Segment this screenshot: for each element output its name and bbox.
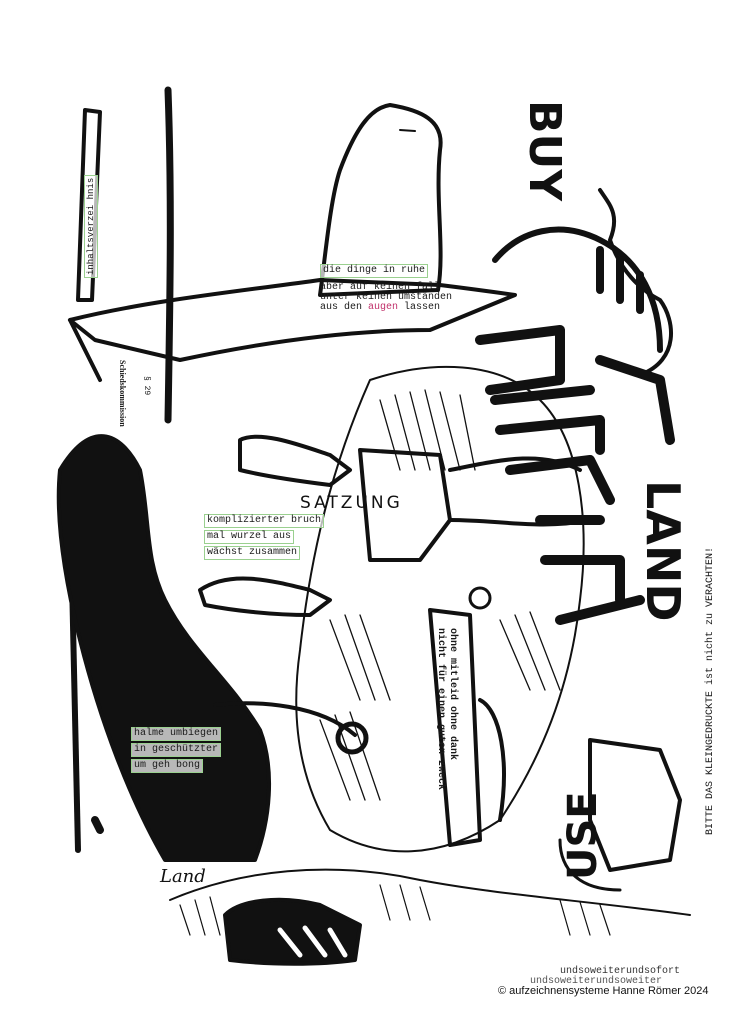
label-paragraph: § 29 bbox=[142, 376, 151, 396]
left-stick-outline bbox=[76, 108, 102, 302]
ghost-eye bbox=[399, 129, 416, 132]
text-halme-1: halme umbiegen bbox=[131, 727, 222, 741]
hand-lower bbox=[198, 576, 332, 617]
central-plug bbox=[358, 448, 452, 562]
text-halme-2: in geschützter bbox=[131, 743, 222, 757]
left-lower-pole bbox=[69, 577, 81, 853]
use-curve bbox=[558, 838, 622, 892]
text-ohne-1: ohne mitleid ohne dank bbox=[447, 628, 458, 761]
small-head bbox=[468, 586, 492, 610]
book-shape bbox=[68, 278, 517, 362]
left-dot bbox=[91, 816, 104, 834]
text-aus-den: aus den augen lassen bbox=[320, 302, 440, 314]
shoe-stripes bbox=[277, 925, 348, 958]
black-shoe bbox=[223, 897, 362, 966]
word-buy-wrap: BUY bbox=[519, 60, 630, 201]
text-dinge-ruhe: die dinge in ruhe bbox=[320, 264, 429, 278]
label-schiedskommission: Schiedskommission bbox=[118, 360, 127, 427]
use-box bbox=[588, 738, 682, 872]
ground-line bbox=[169, 868, 691, 916]
footer-line-1: undsoweiterundsofort bbox=[560, 966, 681, 977]
word-use: USE bbox=[560, 791, 606, 880]
word-buy: BUY bbox=[519, 100, 570, 202]
text-bitte: BITTE DAS KLEINGEDRUCKTE ist nicht zu VE… bbox=[705, 546, 716, 835]
text-halme-3: um geh bong bbox=[131, 759, 204, 773]
footer-line-2: undsoweiterundsoweiter bbox=[530, 976, 663, 987]
hand-upper bbox=[238, 434, 352, 487]
lasso-arc bbox=[492, 226, 663, 353]
text-ohne-2: nicht für einen guten zweck bbox=[435, 628, 446, 791]
figure-arm bbox=[478, 698, 506, 822]
copyright: © aufzeichnensysteme Hanne Römer 2024 bbox=[498, 985, 709, 997]
text-augen: augen bbox=[368, 302, 399, 313]
text-aus-den-prefix: aus den bbox=[320, 302, 369, 313]
text-komp-2: mal wurzel aus bbox=[204, 530, 295, 544]
text-komp-3: wächst zusammen bbox=[204, 546, 301, 560]
text-unter-keinen: unter keinen umständen bbox=[320, 292, 453, 303]
book-edge bbox=[68, 318, 102, 382]
word-land-small: Land bbox=[160, 866, 206, 887]
word-land-big: LAND bbox=[636, 480, 690, 622]
text-lassen: lassen bbox=[398, 302, 441, 313]
eye-ring bbox=[335, 721, 369, 755]
bold-lettering bbox=[475, 325, 675, 625]
figure-strip bbox=[428, 608, 482, 847]
ghost-figure bbox=[318, 103, 443, 297]
black-body bbox=[56, 434, 272, 862]
ground-hatch bbox=[179, 884, 611, 936]
title-satzung: SATZUNG bbox=[300, 493, 403, 513]
text-aber-fall: aber auf keinen fall bbox=[320, 282, 441, 293]
text-komp-1: komplizierter bruch bbox=[204, 514, 325, 528]
label-inhaltsverzeichnis: inhaltsverzei hnis bbox=[84, 174, 98, 278]
left-pole bbox=[164, 86, 174, 424]
